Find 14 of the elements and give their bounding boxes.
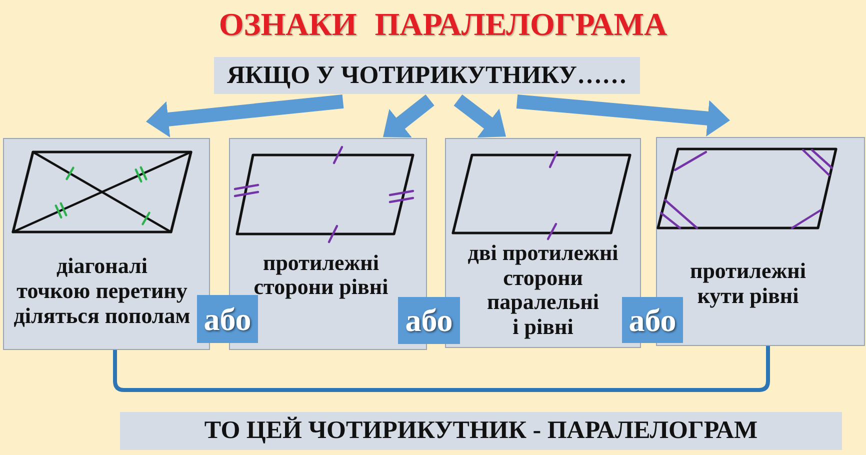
diagram-title: ОЗНАКИ ПАРАЛЕЛОГРАМА bbox=[218, 5, 668, 43]
word-tile: або bbox=[197, 295, 258, 343]
block-arrow bbox=[146, 94, 344, 138]
block-arrow bbox=[383, 94, 434, 138]
bracket-line bbox=[113, 346, 770, 392]
condition-banner: ЯКЩО У ЧОТИРИКУТНИКУ…… bbox=[214, 57, 640, 94]
conclusion-banner: ТО ЦЕЙ ЧОТИРИКУТНИК - ПАРАЛЕЛОГРАМ bbox=[120, 412, 842, 450]
block-arrow bbox=[454, 94, 506, 138]
word-tile: або bbox=[622, 297, 683, 343]
card-text: дві протилежні сторони паралельні і рівні bbox=[466, 241, 620, 339]
card-text: діагоналі точкою перетину діляться пополам bbox=[12, 253, 192, 328]
card-text: протилежні кути рівні bbox=[689, 258, 807, 308]
block-arrow bbox=[516, 94, 730, 136]
word-tile: або bbox=[398, 297, 460, 344]
